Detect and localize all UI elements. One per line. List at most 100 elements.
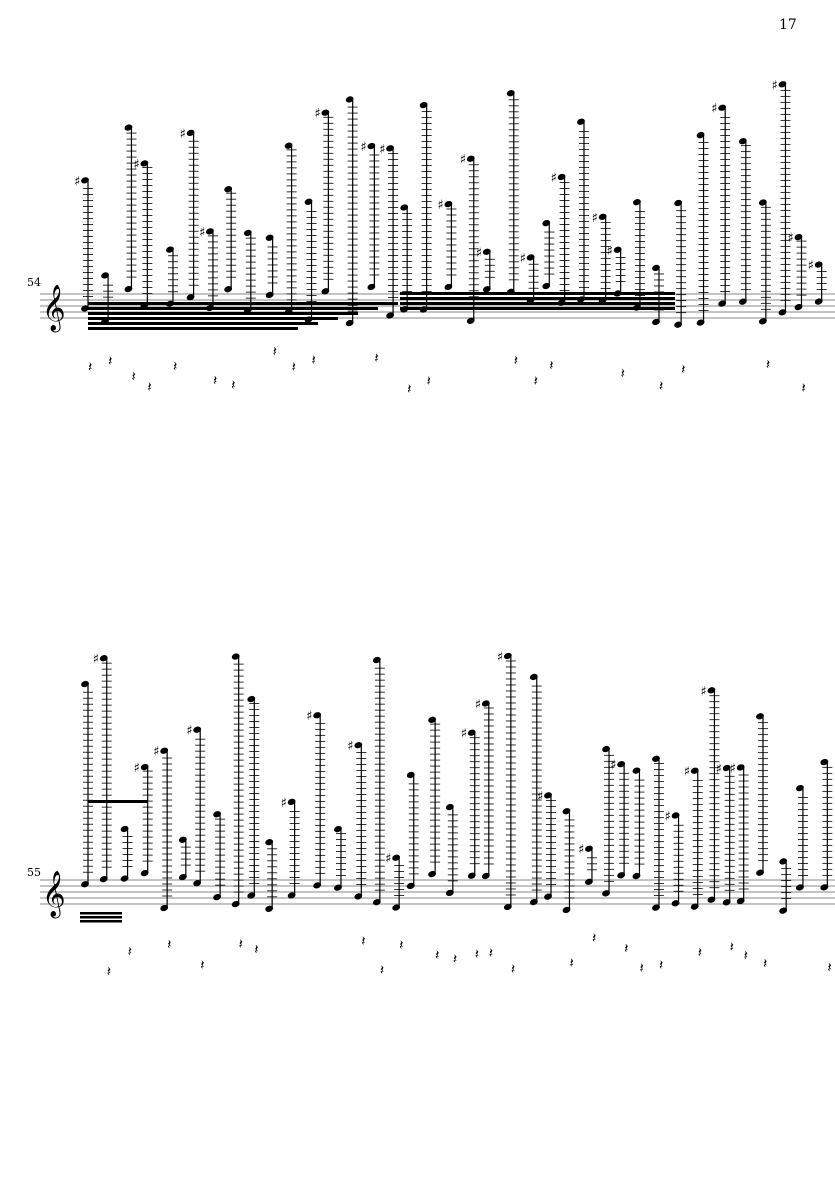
notehead	[738, 298, 747, 305]
rest-icon: 𝄽	[621, 366, 625, 382]
notehead	[186, 294, 195, 301]
beam	[80, 912, 122, 915]
notehead	[722, 764, 731, 772]
notehead	[345, 96, 354, 103]
notehead	[652, 318, 660, 326]
beam	[88, 327, 298, 330]
notehead	[160, 747, 169, 754]
rest-icon: 𝄽	[427, 374, 431, 390]
rest-icon: 𝄽	[231, 377, 235, 393]
notehead	[778, 81, 787, 88]
notehead	[428, 716, 437, 723]
notehead	[820, 758, 829, 766]
notehead	[756, 869, 764, 876]
beam	[88, 302, 398, 305]
notehead	[671, 812, 680, 819]
notehead	[81, 177, 89, 184]
notehead	[213, 893, 221, 901]
notehead	[120, 875, 129, 882]
beam	[88, 312, 358, 315]
notehead	[99, 876, 108, 883]
rest-icon: 𝄽	[167, 937, 171, 953]
notehead	[736, 764, 745, 771]
notehead	[445, 889, 454, 897]
rest-icon: 𝄽	[489, 945, 493, 961]
rest-icon: 𝄽	[569, 955, 573, 971]
sharp-icon: ♯	[460, 153, 466, 168]
sharp-icon: ♯	[771, 78, 777, 93]
rest-icon: 𝄽	[639, 961, 643, 977]
rest-icon: 𝄽	[744, 948, 748, 964]
notehead	[671, 900, 680, 907]
rest-icon: 𝄽	[511, 962, 515, 978]
notehead	[736, 897, 745, 905]
notehead	[529, 673, 538, 681]
notehead	[406, 771, 415, 779]
notehead	[231, 653, 240, 660]
notehead	[598, 213, 607, 220]
rest-icon: 𝄽	[763, 956, 767, 972]
notehead	[758, 318, 767, 325]
notehead	[392, 854, 401, 861]
sharp-icon: ♯	[385, 852, 391, 867]
notehead	[707, 687, 716, 694]
notehead	[602, 890, 610, 897]
sharp-icon: ♯	[74, 174, 80, 189]
sharp-icon: ♯	[578, 843, 584, 858]
notehead	[562, 906, 571, 914]
sharp-icon: ♯	[180, 127, 186, 142]
notehead	[313, 882, 322, 889]
notehead	[652, 904, 660, 911]
rest-icon: 𝄽	[374, 351, 378, 367]
sharp-icon: ♯	[306, 709, 312, 724]
notehead	[652, 755, 660, 762]
rest-icon: 𝄽	[475, 946, 479, 962]
beam	[88, 317, 338, 320]
notehead	[372, 656, 381, 664]
notehead	[814, 298, 823, 305]
rest-icon: 𝄽	[698, 945, 702, 961]
rest-icon: 𝄽	[361, 934, 365, 950]
sharp-icon: ♯	[497, 650, 503, 665]
notehead	[467, 872, 476, 879]
notehead	[544, 893, 552, 900]
rest-icon: 𝄽	[312, 353, 316, 369]
sharp-icon: ♯	[379, 142, 385, 157]
notehead	[632, 872, 641, 880]
rest-icon: 𝄽	[399, 938, 403, 954]
beam	[400, 302, 675, 305]
sharp-icon: ♯	[716, 762, 722, 777]
notehead	[444, 283, 453, 291]
notehead	[696, 319, 705, 326]
rest-icon: 𝄽	[766, 357, 770, 373]
notehead	[345, 319, 354, 327]
sharp-icon: ♯	[153, 745, 159, 760]
notehead	[466, 317, 475, 324]
beam	[88, 322, 318, 325]
rest-icon: 𝄽	[624, 941, 628, 957]
notehead	[265, 839, 274, 846]
notehead	[585, 845, 593, 852]
notehead	[585, 878, 593, 885]
notehead	[224, 186, 233, 193]
treble-clef-icon: 𝄞	[42, 285, 66, 333]
notehead	[224, 286, 233, 293]
sharp-icon: ♯	[592, 211, 598, 226]
notehead	[526, 254, 535, 261]
notehead	[372, 899, 381, 906]
beam	[80, 920, 122, 923]
sharp-icon: ♯	[437, 198, 443, 213]
sharp-icon: ♯	[360, 140, 366, 155]
notehead	[419, 101, 428, 109]
notehead	[354, 742, 363, 749]
sharp-icon: ♯	[133, 157, 139, 172]
rest-icon: 𝄽	[730, 939, 734, 955]
sharp-icon: ♯	[134, 761, 140, 776]
notehead	[503, 652, 512, 660]
notehead	[542, 282, 551, 290]
sharp-icon: ♯	[730, 761, 736, 776]
notehead	[81, 305, 89, 312]
sharp-icon: ♯	[475, 697, 481, 712]
notehead	[506, 90, 515, 97]
notehead	[617, 761, 625, 768]
